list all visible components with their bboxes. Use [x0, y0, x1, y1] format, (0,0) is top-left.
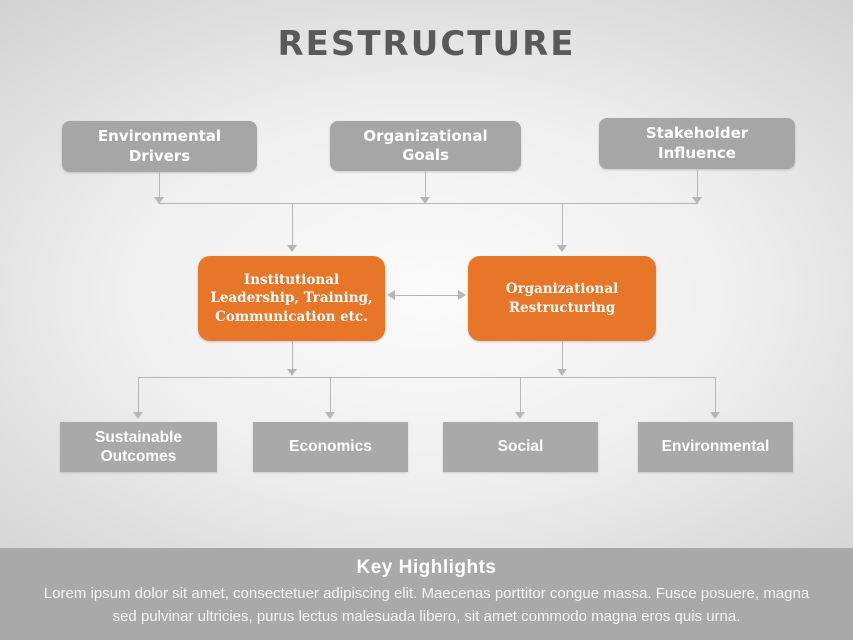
arrow-down-icon: [287, 245, 297, 252]
connector-line: [138, 377, 716, 378]
connector-line: [394, 295, 459, 296]
connector-line: [292, 341, 293, 369]
key-highlights-heading: Key Highlights: [356, 557, 497, 578]
arrow-down-icon: [287, 369, 297, 376]
key-highlights-body: Lorem ipsum dolor sit amet, consectetuer…: [43, 585, 810, 625]
page-title: RESTRUCTURE: [277, 24, 576, 64]
key-highlights-section: Key Highlights Lorem ipsum dolor sit ame…: [0, 548, 853, 640]
arrow-down-icon: [515, 412, 525, 419]
node-environmental-drivers: Environmental Drivers: [62, 121, 257, 172]
arrow-down-icon: [420, 197, 430, 204]
connector-line: [562, 203, 563, 245]
node-organizational-goals: Organizational Goals: [330, 121, 521, 171]
arrow-down-icon: [325, 412, 335, 419]
node-economics: Economics: [253, 422, 408, 472]
connector-line: [292, 203, 293, 245]
node-sustainable-outcomes: Sustainable Outcomes: [60, 422, 217, 472]
connector-line: [697, 169, 698, 197]
arrow-down-icon: [154, 197, 164, 204]
node-organizational-restructuring: Organizational Restructuring: [468, 256, 656, 341]
arrow-down-icon: [133, 412, 143, 419]
connector-line: [715, 377, 716, 412]
node-institutional-leadership: Institutional Leadership, Training, Comm…: [198, 256, 385, 341]
arrow-left-icon: [387, 290, 395, 300]
arrow-down-icon: [692, 197, 702, 204]
arrow-down-icon: [557, 245, 567, 252]
arrow-right-icon: [458, 290, 466, 300]
node-environmental: Environmental: [638, 422, 793, 472]
connector-line: [562, 341, 563, 369]
connector-line: [159, 203, 698, 204]
connector-line: [330, 377, 331, 412]
node-stakeholder-influence: Stakeholder Influence: [599, 118, 795, 169]
arrow-down-icon: [710, 412, 720, 419]
connector-line: [425, 171, 426, 197]
connector-line: [138, 377, 139, 412]
arrow-down-icon: [557, 369, 567, 376]
node-social: Social: [443, 422, 598, 472]
connector-line: [520, 377, 521, 412]
connector-line: [159, 172, 160, 197]
